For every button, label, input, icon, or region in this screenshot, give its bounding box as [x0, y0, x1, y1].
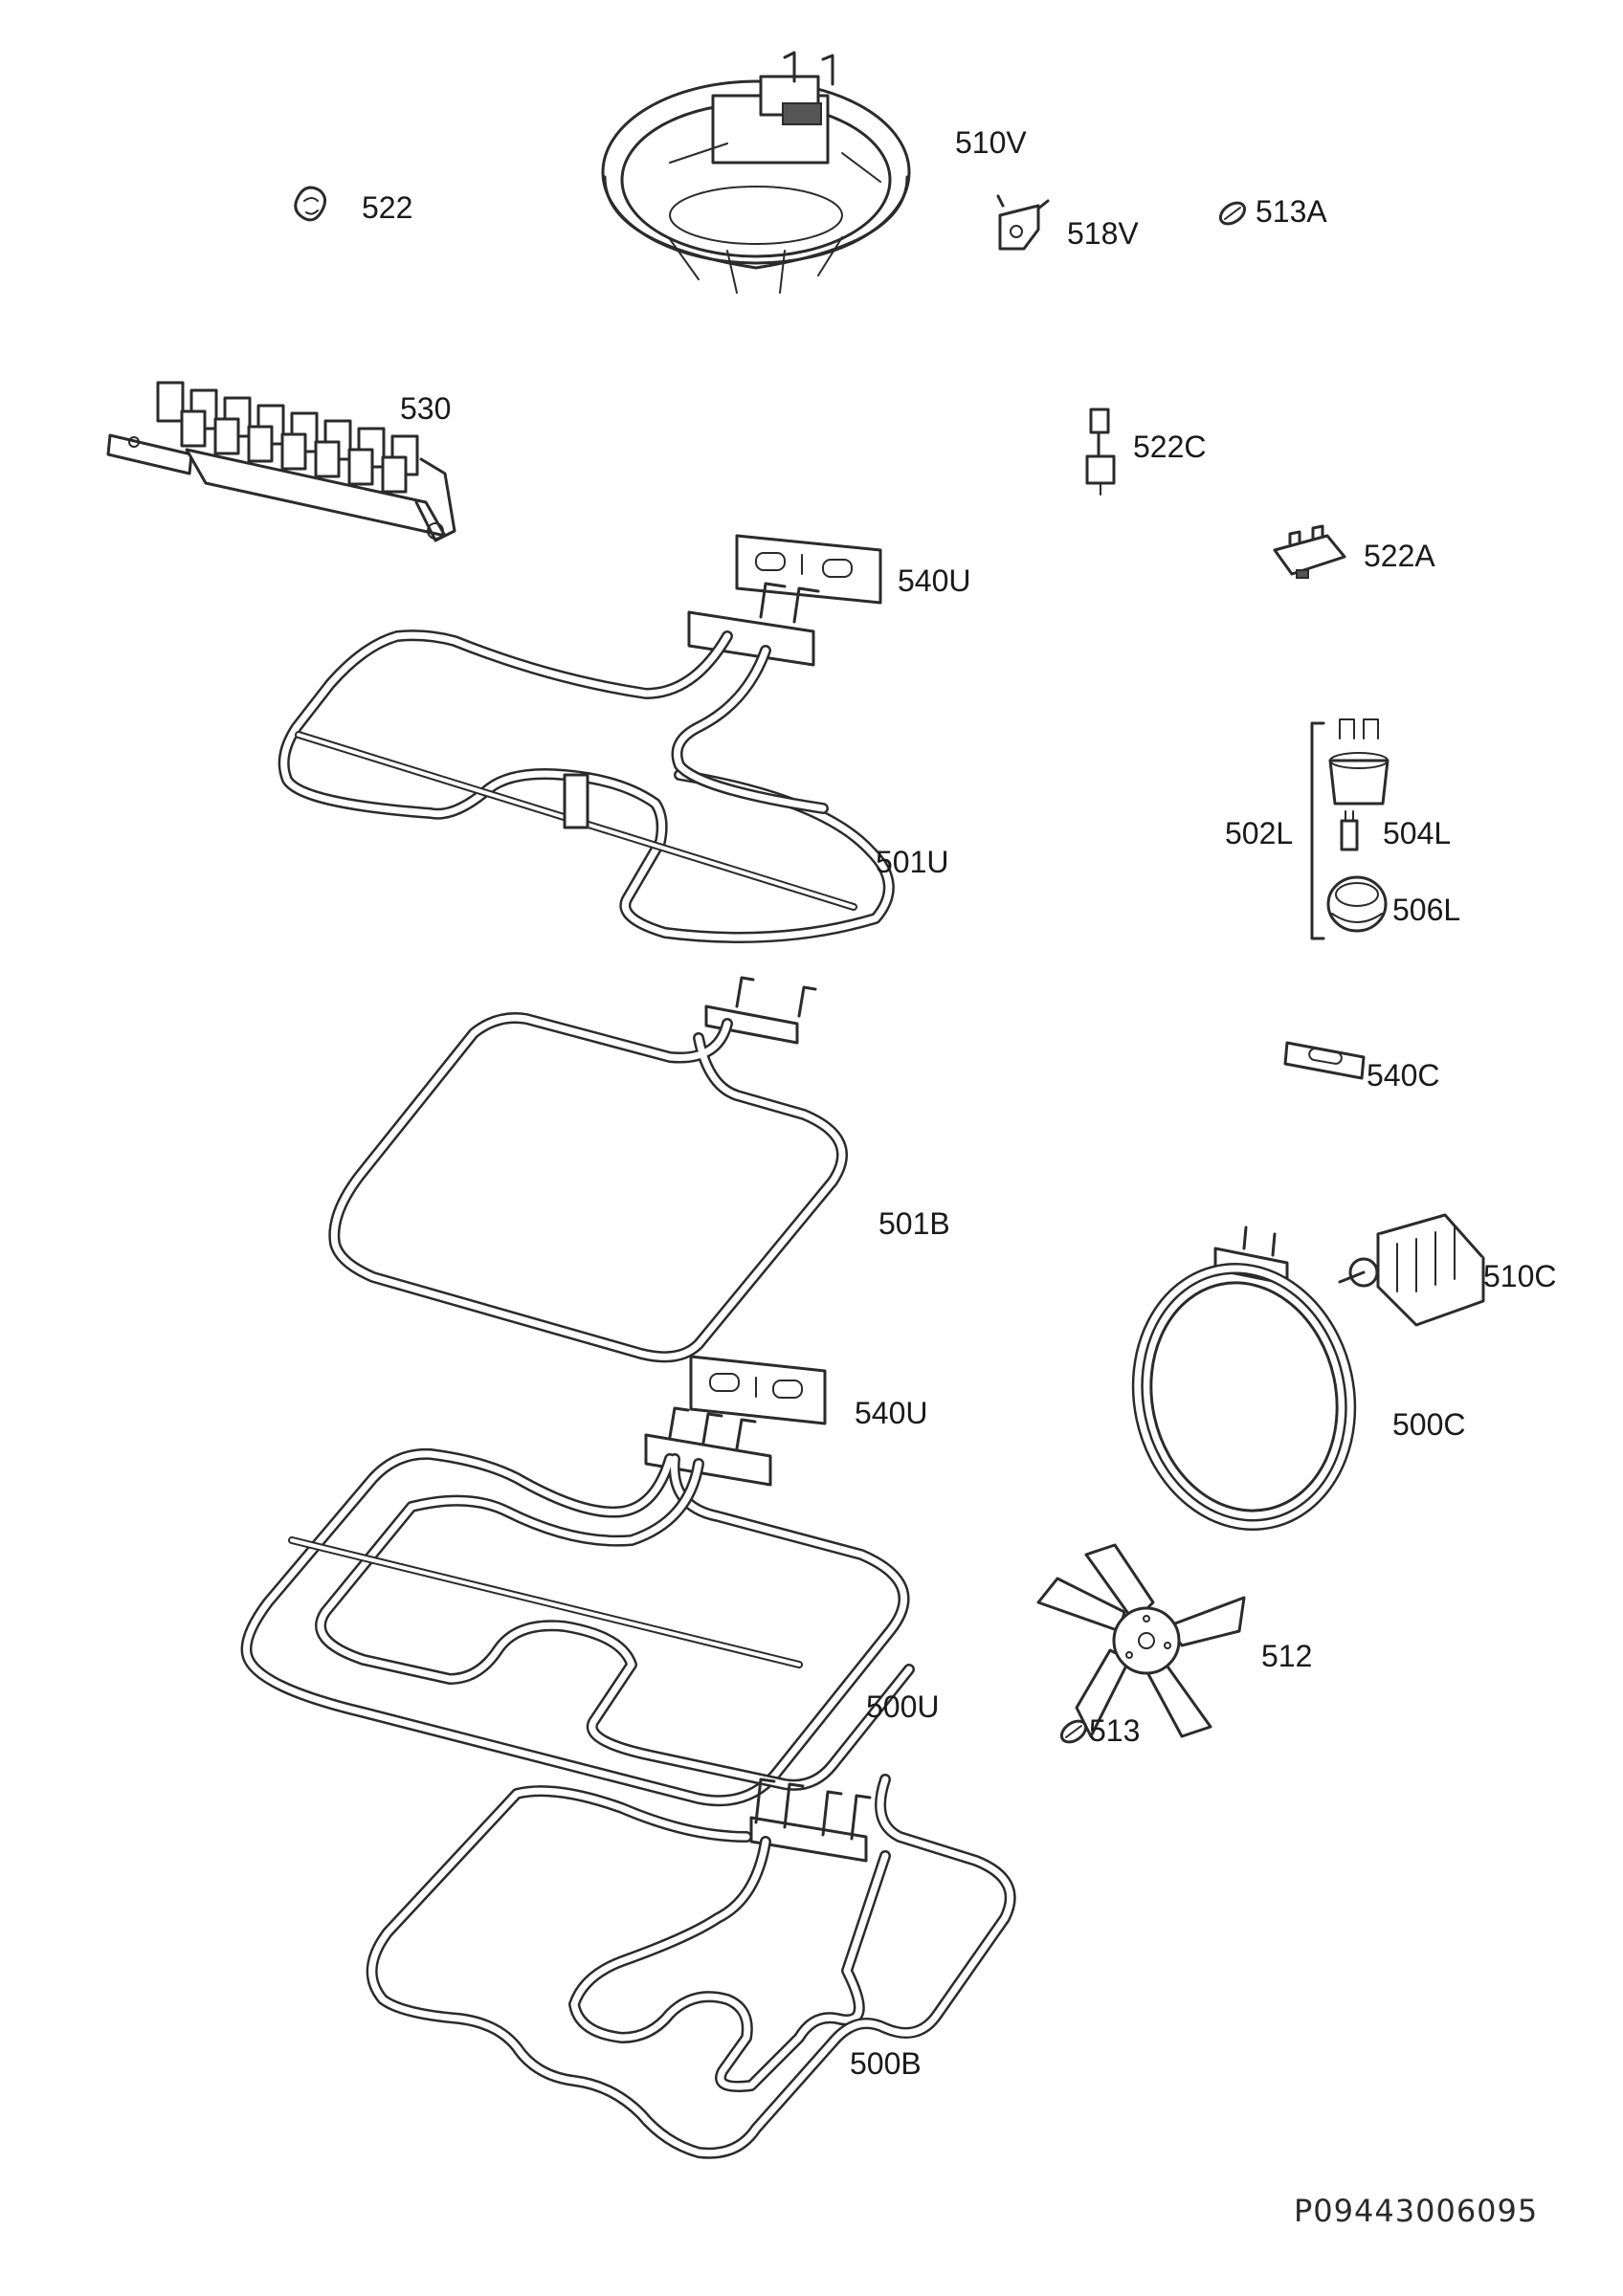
label-501U: 501U	[876, 845, 949, 879]
part-510C-fan-motor-drawing	[1338, 1213, 1485, 1327]
part-513A-screw-drawing	[1218, 201, 1247, 226]
part-501U-heating-element-drawing	[278, 582, 895, 943]
label-510V: 510V	[955, 125, 1027, 160]
label-500C: 500C	[1392, 1407, 1466, 1442]
part-522C-thermostat-drawing	[1085, 408, 1116, 496]
label-504L: 504L	[1383, 816, 1451, 850]
document-code: P09443006095	[1294, 2193, 1538, 2229]
part-501B-heating-element-drawing	[328, 976, 848, 1363]
label-513: 513	[1089, 1713, 1140, 1748]
label-501B: 501B	[878, 1206, 950, 1241]
part-540U-top-gasket-drawing	[735, 534, 882, 605]
label-530: 530	[400, 391, 451, 426]
part-512-fan-blade-drawing	[1036, 1543, 1246, 1738]
part-522A-cutout-drawing	[1273, 524, 1346, 579]
part-522-clip-drawing	[294, 186, 326, 222]
label-500U: 500U	[866, 1689, 940, 1724]
part-500B-lower-element-drawing	[366, 1774, 1016, 2159]
part-500U-grill-element-drawing	[240, 1406, 915, 1807]
label-506L: 506L	[1392, 893, 1460, 927]
label-512: 512	[1261, 1639, 1312, 1673]
part-513-screw-drawing	[1059, 1719, 1088, 1744]
label-500B: 500B	[850, 2046, 922, 2081]
label-540C: 540C	[1367, 1058, 1440, 1093]
label-522C: 522C	[1133, 430, 1207, 464]
part-530-terminal-block-drawing	[106, 381, 456, 542]
label-540U-mid: 540U	[855, 1396, 928, 1430]
label-502L: 502L	[1225, 816, 1293, 850]
part-518V-bracket-drawing	[996, 194, 1050, 251]
label-522A: 522A	[1364, 539, 1435, 573]
part-540U-mid-gasket-drawing	[689, 1355, 827, 1425]
part-500C-circular-element-drawing	[1131, 1225, 1357, 1532]
part-502L-lamp-assembly-drawing	[1310, 718, 1390, 940]
label-522: 522	[362, 190, 412, 225]
label-510C: 510C	[1483, 1259, 1557, 1293]
label-513A: 513A	[1256, 194, 1327, 229]
label-518V: 518V	[1067, 216, 1139, 251]
part-540C-gasket-drawing	[1283, 1041, 1366, 1080]
part-510V-fan-motor-drawing	[601, 51, 911, 294]
label-540U-top: 540U	[898, 563, 971, 598]
